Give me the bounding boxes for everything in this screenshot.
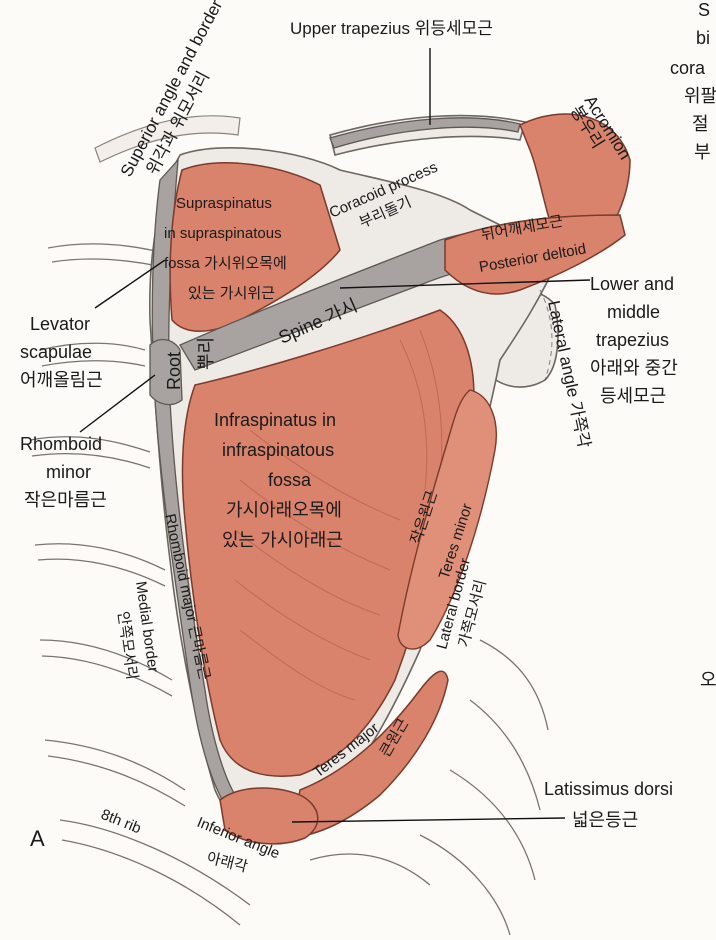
label-root: Root — [164, 352, 184, 390]
label-latissimus: Latissimus dorsi — [544, 779, 673, 799]
label-eighth-rib: 8th rib — [99, 806, 144, 837]
inferior-angle-latissimus — [219, 787, 319, 845]
root-of-spine — [149, 338, 183, 406]
rib-8 — [59, 819, 251, 906]
margin-line-1: S — [698, 0, 710, 20]
rib-2b — [51, 258, 159, 267]
label-root-ko: 뿌리 — [196, 337, 216, 370]
rib-6b — [41, 655, 173, 697]
rib-9 — [309, 853, 431, 886]
scapula — [148, 147, 626, 845]
posterior-deltoid-muscle — [444, 214, 626, 295]
teres-major-muscle — [289, 670, 449, 839]
rib-4b — [31, 452, 151, 469]
upper-trapezius-strip — [329, 117, 521, 149]
teres-minor-muscle — [397, 389, 497, 650]
margin-line-2: bi — [696, 28, 710, 48]
label-rhomboid-minor-2: minor — [46, 462, 91, 482]
label-levator-2: scapulae — [20, 342, 92, 362]
rib-3b — [41, 360, 146, 367]
label-infraspinatus-5: 있는 가시아래근 — [222, 530, 343, 550]
ribs — [29, 115, 549, 936]
label-rhomboid-minor-1: Rhomboid — [20, 434, 102, 454]
rib-r2 — [469, 699, 541, 811]
panel-letter: A — [30, 826, 45, 851]
margin-line-3: cora — [670, 58, 706, 78]
rib-r4 — [419, 834, 511, 936]
label-supraspinatus-3: fossa 가시위오목에 — [164, 255, 287, 272]
label-supraspinatus-4: 있는 가시위근 — [188, 285, 275, 302]
label-lower-middle-1: Lower and — [590, 274, 674, 294]
rib-r3 — [449, 769, 536, 881]
label-infraspinatus-4: 가시아래오목에 — [226, 500, 342, 520]
label-infraspinatus-2: infraspinatous — [222, 440, 334, 460]
label-inferior-angle-ko: 아래각 — [205, 849, 249, 876]
leader-latissimus — [291, 817, 566, 823]
label-rhomboid-minor-3: 작은마름근 — [24, 490, 107, 510]
rib-5 — [34, 543, 166, 571]
label-lower-middle-5: 등세모근 — [600, 386, 666, 406]
label-upper-trapezius: Upper trapezius 위등세모근 — [290, 19, 493, 38]
leader-lower-trapezius — [339, 279, 591, 289]
rib-4 — [29, 436, 151, 453]
margin-line-4: 위팔 — [684, 86, 716, 106]
label-lower-middle-4: 아래와 중간 — [590, 358, 678, 378]
label-lower-middle-3: trapezius — [596, 330, 669, 350]
leader-levator — [94, 259, 166, 309]
rib-8b — [61, 839, 241, 926]
label-levator-1: Levator — [30, 314, 90, 334]
rib-7b — [47, 755, 186, 807]
margin-line-5: 절 — [692, 114, 709, 134]
rib-r1 — [479, 639, 549, 731]
rib-7 — [44, 739, 186, 791]
leader-rhomboid-minor — [79, 374, 156, 433]
label-infraspinatus-3: fossa — [268, 470, 312, 490]
label-levator-3: 어깨올림근 — [20, 370, 103, 390]
margin-line-6: 부 — [694, 142, 711, 162]
label-supraspinatus-1: Supraspinatus — [176, 195, 272, 212]
rib-2 — [47, 243, 161, 253]
label-infraspinatus-1: Infraspinatus in — [214, 410, 336, 430]
rib-1 — [94, 115, 241, 163]
margin-line-7: 오 — [700, 670, 716, 690]
lateral-angle-dash — [539, 289, 553, 381]
leader-lines — [79, 48, 591, 823]
label-lateral-angle: Lateral angle 가쪽각 — [544, 299, 594, 450]
rib-6 — [39, 639, 173, 681]
margin-text: S bi cora 위팔 절 부 오 — [670, 0, 716, 690]
label-latissimus-ko: 넓은등근 — [572, 810, 638, 830]
rib-3 — [39, 342, 146, 351]
label-supraspinatus-2: in supraspinatous — [164, 225, 282, 242]
infraspinatus-muscle — [181, 309, 475, 777]
label-lower-middle-2: middle — [607, 302, 660, 322]
rib-5b — [37, 558, 166, 587]
